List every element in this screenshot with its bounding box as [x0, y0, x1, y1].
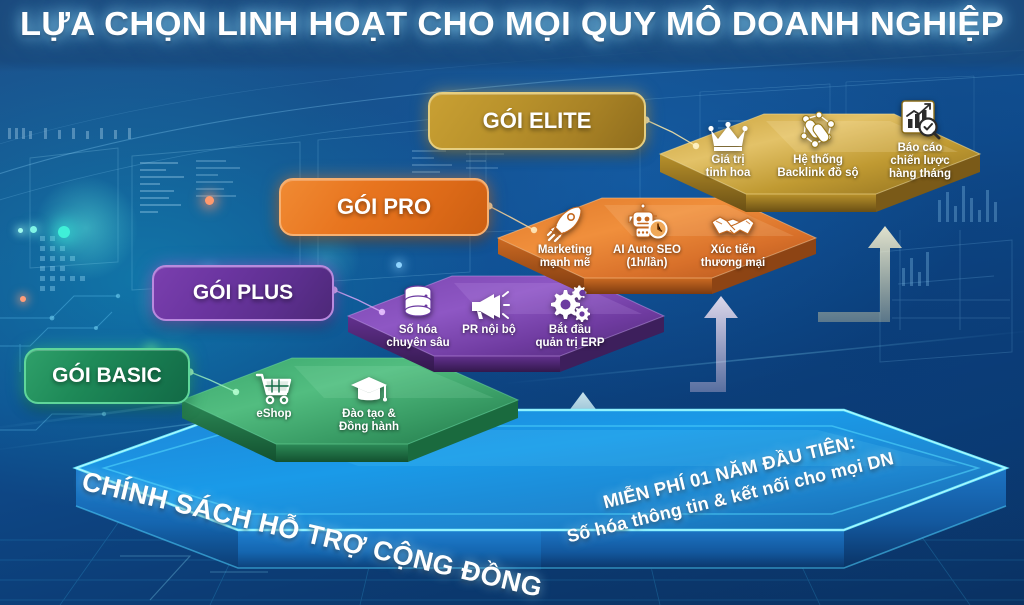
feature-pro-marketing: Marketing (1h/lần) mạnh mẽ	[522, 202, 608, 270]
feature-label-2: mạnh mẽ	[539, 257, 591, 270]
glow-dot	[30, 226, 37, 233]
feature-basic-training: Đào tạo & Đồng hành	[323, 366, 415, 434]
feature-label: Backlink đồ sộ	[777, 167, 859, 180]
graduation-cap-icon	[323, 366, 415, 406]
base-platform	[58, 408, 1024, 598]
robot-clock-icon	[600, 202, 694, 242]
feature-label: Hệ thống	[793, 154, 843, 166]
backlink-network-icon	[766, 111, 870, 152]
page-title: LỰA CHỌN LINH HOẠT CHO MỌI QUY MÔ DOANH …	[19, 6, 1005, 43]
glow-dot	[18, 228, 23, 233]
tier-pill-elite[interactable]: GÓI ELITE	[428, 92, 646, 150]
feature-elite-value: Giá trị tinh hoa	[694, 112, 762, 180]
tier-pill-pro[interactable]: GÓI PRO	[279, 178, 489, 236]
gears-icon	[522, 282, 618, 322]
feature-pro-ai-seo: AI Auto SEO (1h/lần)	[600, 202, 694, 270]
database-icon	[378, 282, 458, 322]
crown-icon	[694, 112, 762, 152]
feature-elite-report: Báo cáo chiến lược hàng tháng	[872, 100, 968, 181]
feature-label: Bắt đầu	[548, 324, 592, 336]
feature-label: PR nội bộ	[462, 324, 516, 336]
feature-label: Marketing	[537, 244, 593, 256]
feature-elite-backlink: Hệ thống Backlink đồ sộ	[766, 111, 870, 180]
feature-label: eShop	[256, 408, 292, 420]
feature-label: Giá trị	[711, 154, 745, 166]
header-bar: LỰA CHỌN LINH HOẠT CHO MỌI QUY MÔ DOANH …	[0, 0, 1024, 72]
feature-label: chuyên sâu	[386, 337, 450, 350]
feature-label: Số hóa	[398, 324, 438, 336]
tier-pill-basic[interactable]: GÓI BASIC	[24, 348, 190, 404]
feature-label: (1h/lần)	[626, 257, 668, 270]
tier-label: GÓI BASIC	[52, 364, 162, 387]
glow-dot	[20, 296, 26, 302]
feature-label: quản trị ERP	[535, 337, 605, 350]
rocket-icon	[522, 202, 608, 242]
shopping-cart-icon	[243, 366, 305, 406]
feature-label: Báo cáo	[897, 142, 943, 154]
feature-plus-pr: PR nội bộ	[452, 282, 526, 337]
chart-search-icon	[872, 100, 968, 140]
glow-dot	[58, 226, 70, 238]
feature-basic-eshop: eShop	[243, 366, 305, 421]
glow-dot	[205, 196, 214, 205]
feature-label: tinh hoa	[705, 167, 751, 180]
feature-plus-digitalization: Số hóa chuyên sâu	[378, 282, 458, 350]
handshake-icon	[690, 202, 776, 242]
feature-label: Đào tạo &	[342, 408, 396, 420]
tier-label: GÓI PLUS	[192, 281, 294, 304]
glow-dot	[396, 262, 402, 268]
feature-label: Xúc tiến	[710, 244, 756, 256]
feature-label: Đồng hành	[338, 421, 400, 434]
tier-pill-plus[interactable]: GÓI PLUS	[152, 265, 334, 321]
tier-label: GÓI PRO	[336, 194, 432, 219]
feature-plus-erp: Bắt đầu quản trị ERP	[522, 282, 618, 350]
feature-label: AI Auto SEO	[613, 244, 681, 256]
megaphone-icon	[452, 282, 526, 322]
feature-label: hàng tháng	[889, 168, 951, 181]
feature-label: thương mại	[700, 257, 766, 270]
feature-label: chiến lược	[890, 155, 950, 168]
tier-label: GÓI ELITE	[482, 108, 592, 133]
feature-pro-trade: Xúc tiến thương mại	[690, 202, 776, 270]
